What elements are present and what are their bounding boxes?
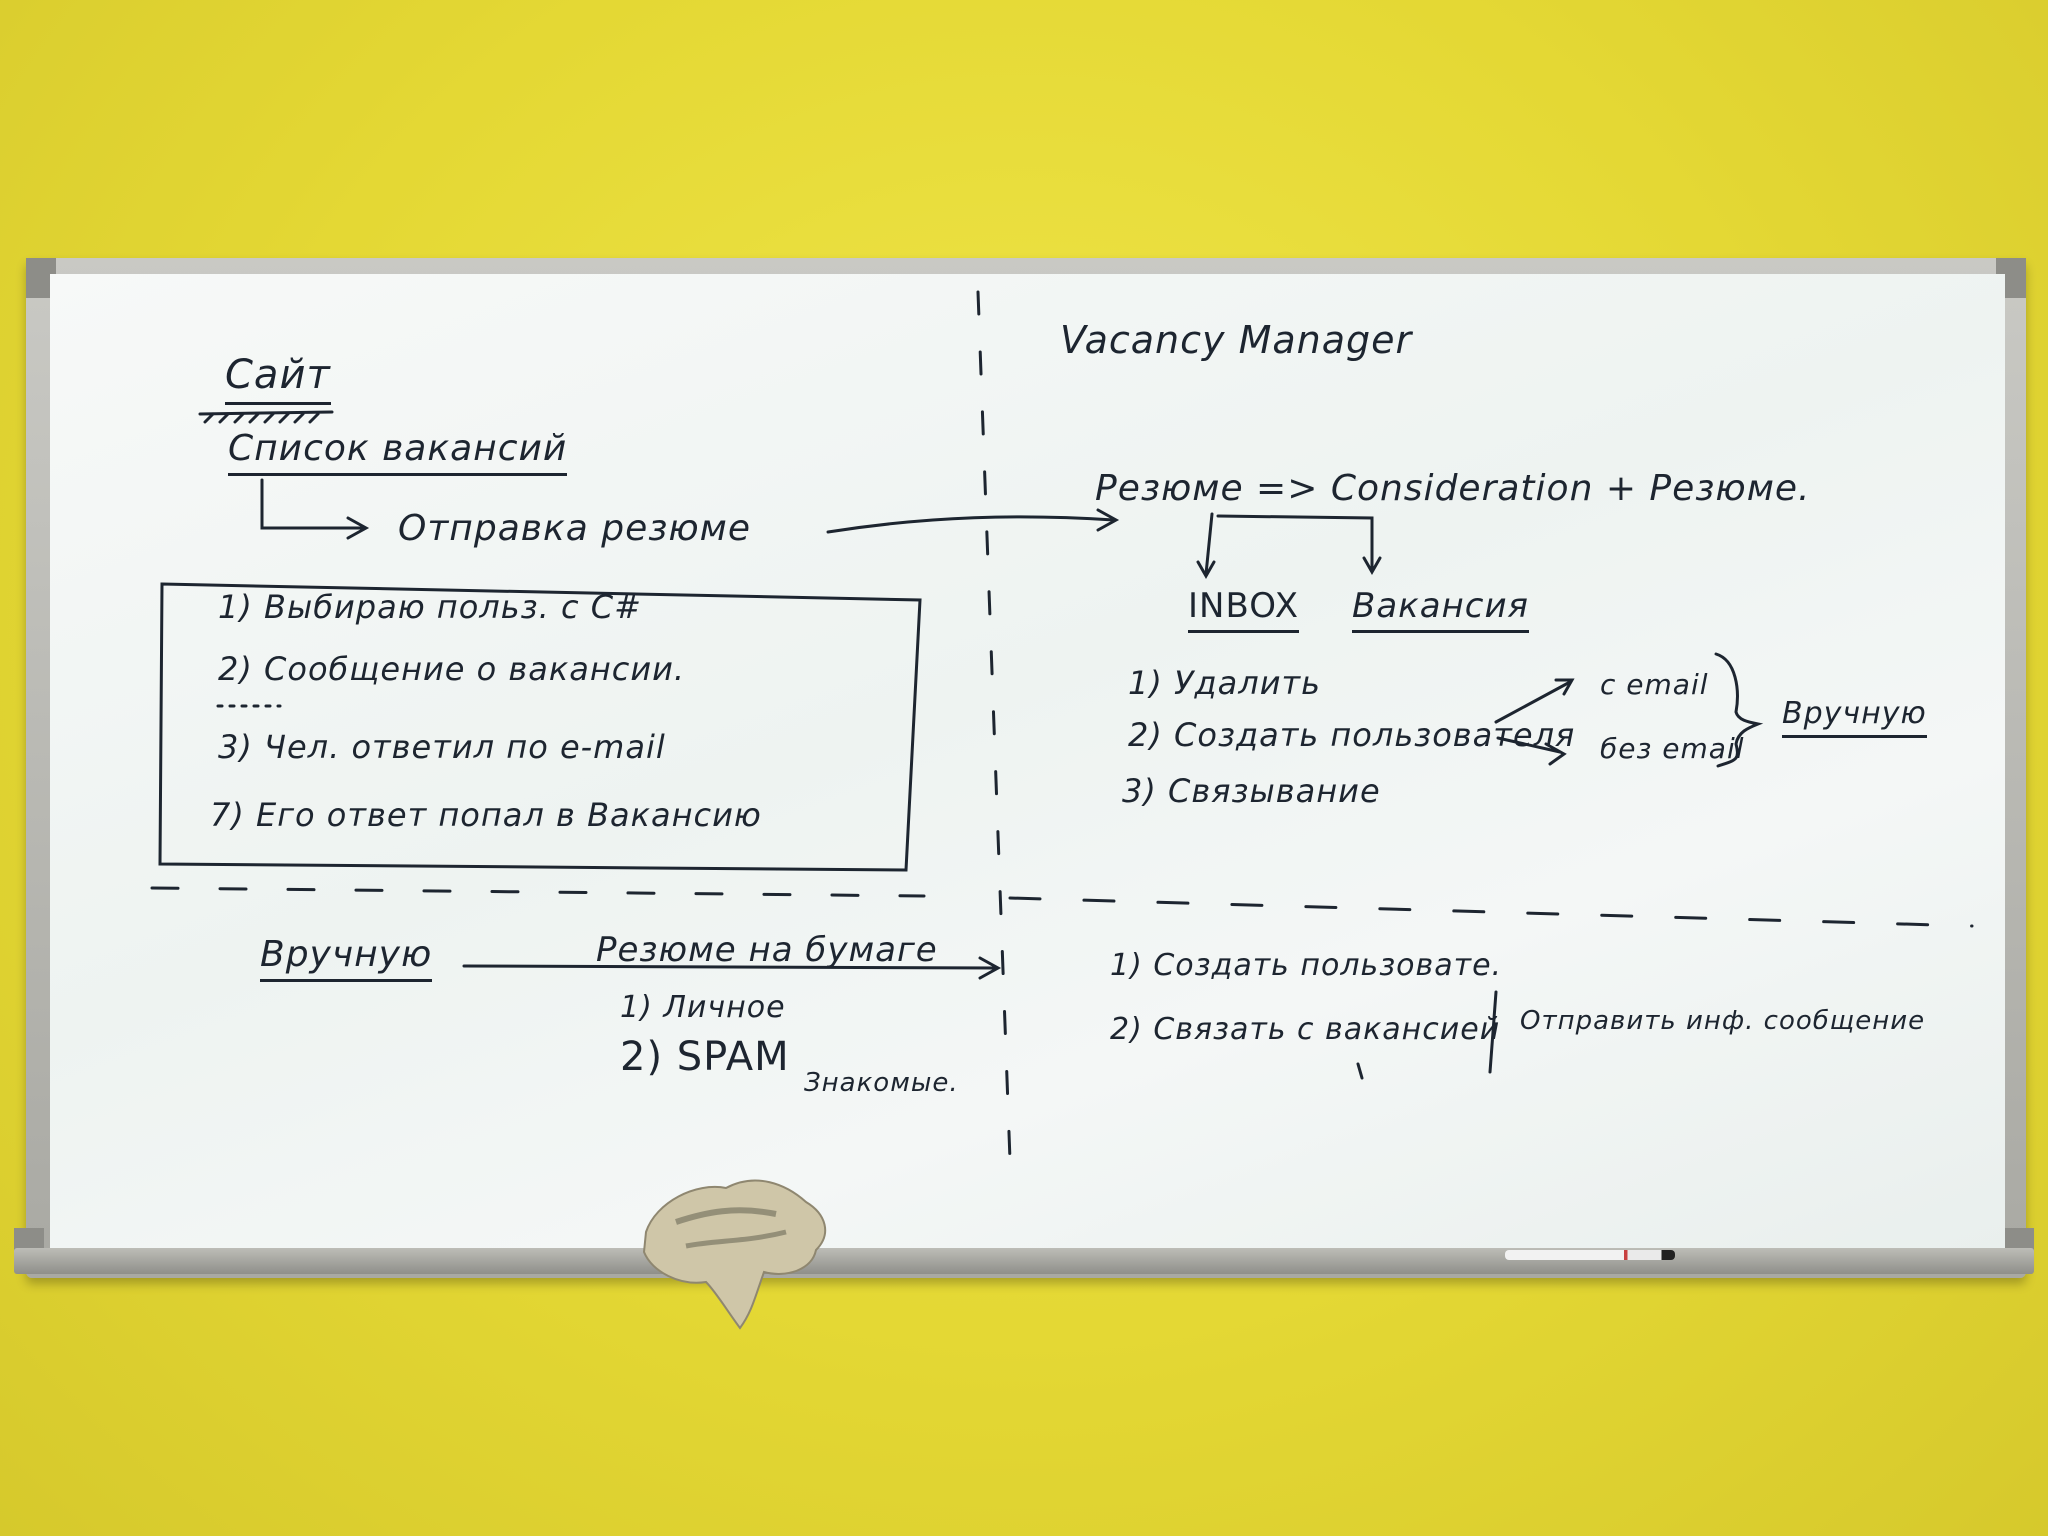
vacancy-manager-title: Vacancy Manager xyxy=(1060,318,1413,362)
manual-label-right: Вручную xyxy=(1782,696,1927,738)
step-7: 7) Его ответ попал в Вакансию xyxy=(210,796,762,834)
vacancy-list-heading: Список вакансий xyxy=(228,428,568,476)
action-create-user: 2) Создать пользователя xyxy=(1128,716,1576,754)
bottom-step-1: 1) Создать пользовате. xyxy=(1110,948,1503,983)
send-info-label: Отправить инф. сообщение xyxy=(1520,1006,1926,1036)
send-resume-label: Отправка резюме xyxy=(398,508,751,549)
site-title: Сайт xyxy=(225,352,331,405)
action-linking: 3) Связывание xyxy=(1122,772,1381,810)
resume-flow: Резюме => Consideration + Резюме. xyxy=(1095,468,1811,509)
without-email-label: без email xyxy=(1600,732,1745,765)
step-2: 2) Сообщение о вакансии. xyxy=(218,650,686,688)
action-delete: 1) Удалить xyxy=(1128,664,1321,702)
vacancy-label: Вакансия xyxy=(1352,586,1530,633)
marker-tray xyxy=(14,1248,2034,1274)
eraser-cloth xyxy=(642,1179,826,1330)
step-3: 3) Чел. ответил по e-mail xyxy=(218,728,666,766)
source-personal: 1) Личное xyxy=(620,990,786,1025)
manual-label-left: Вручную xyxy=(260,934,433,982)
step-1: 1) Выбираю польз. с C# xyxy=(218,588,642,626)
source-spam: 2) SPAM xyxy=(620,1034,790,1080)
paper-resume-label: Резюме на бумаге xyxy=(596,930,938,970)
with-email-label: с email xyxy=(1600,668,1709,701)
bottom-step-2: 2) Связать с вакансией xyxy=(1110,1012,1501,1047)
inbox-label: INBOX xyxy=(1188,586,1300,633)
marker-pen xyxy=(1505,1250,1675,1260)
acquaintances-label: Знакомые. xyxy=(804,1068,959,1098)
